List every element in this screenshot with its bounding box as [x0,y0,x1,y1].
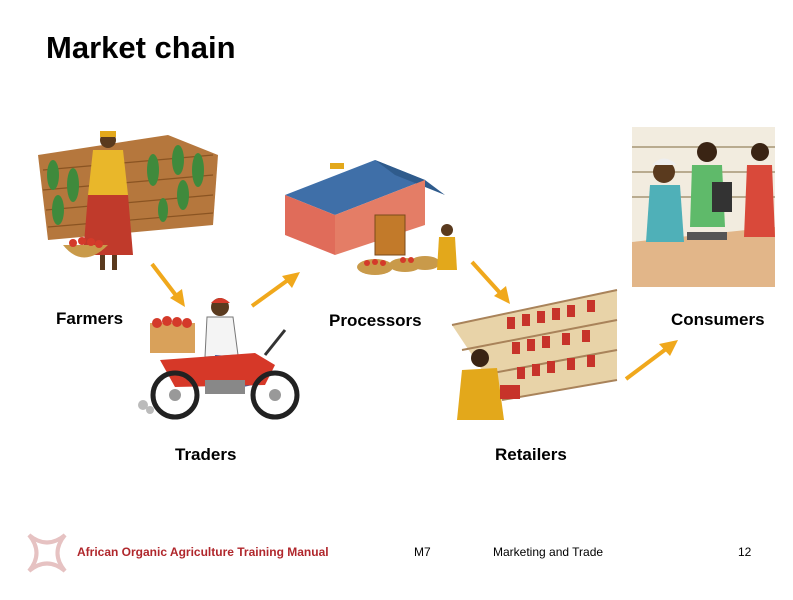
arrow-traders-to-processors [250,272,300,308]
arrow-processors-to-retailers [470,260,510,304]
stage-label-processors: Processors [329,311,422,330]
footer-manual-title: African Organic Agriculture Training Man… [77,545,329,559]
stage-label-retailers: Retailers [495,445,567,464]
retailer-shop-illustration [451,289,618,420]
stage-label-traders: Traders [175,445,237,464]
footer-module: M7 [414,545,431,559]
processor-building-illustration [285,160,457,275]
stage-label-consumers: Consumers [671,310,765,329]
footer-topic: Marketing and Trade [493,545,604,559]
arrow-farmers-to-traders [150,262,185,307]
page-title: Market chain [46,30,236,65]
consumer-shop-illustration [632,127,775,287]
farmer-illustration [38,131,218,270]
manual-logo-icon [27,533,67,573]
trader-motorbike-illustration [138,298,300,420]
stage-label-farmers: Farmers [56,309,124,328]
footer-page-number: 12 [738,545,752,559]
arrow-retailers-to-consumers [624,340,678,381]
